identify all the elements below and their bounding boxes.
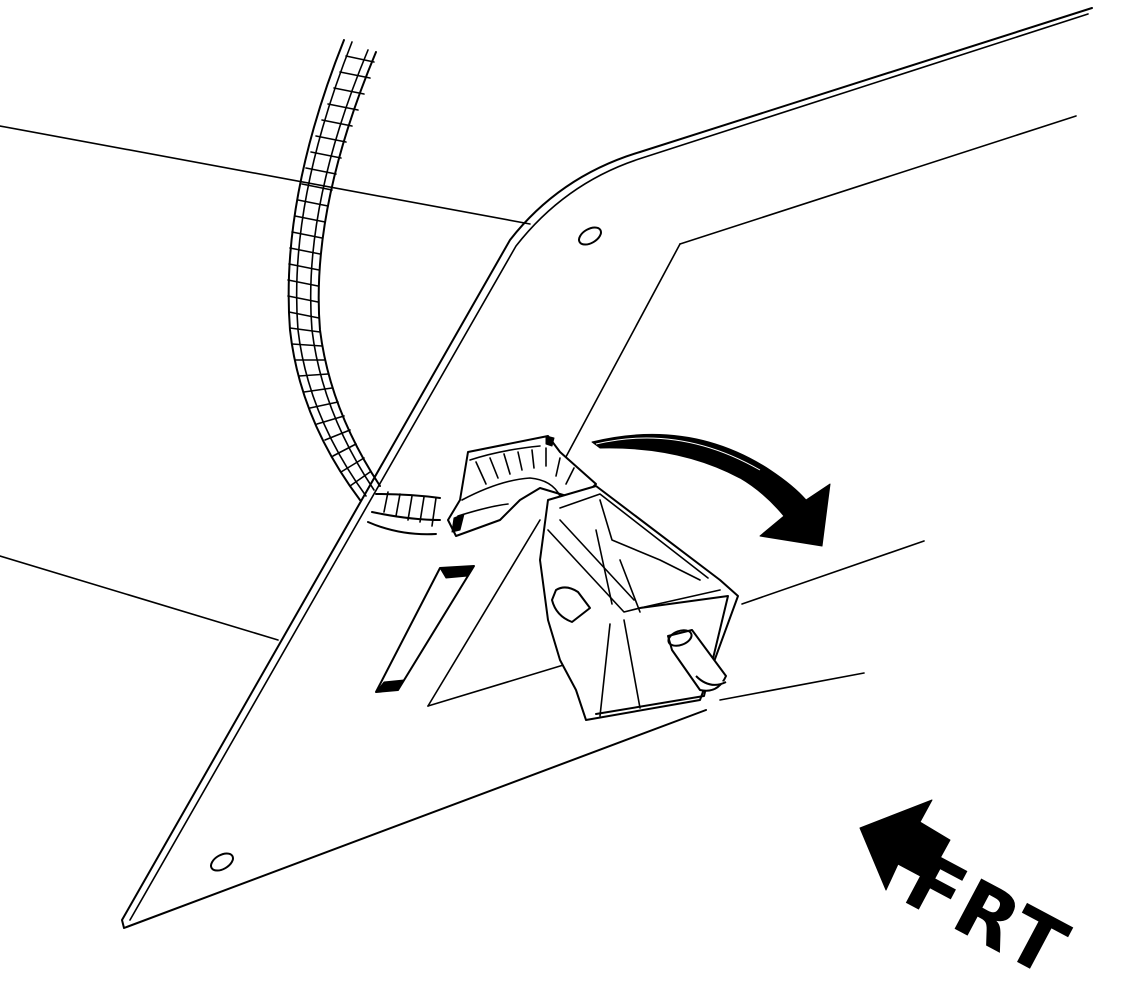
- panel-mounting-hole-bottom: [210, 852, 234, 872]
- harness-retainer-clip: [447, 435, 597, 537]
- wiring-harness: [287, 39, 441, 536]
- panel-mounting-hole-top: [578, 226, 602, 246]
- mounting-panel: [121, 7, 1093, 929]
- body-outline-lines: [0, 115, 1077, 701]
- panel-slot: [375, 565, 475, 693]
- front-direction-arrow-icon: [859, 799, 951, 891]
- connector-switch: [539, 485, 739, 721]
- curved-rotate-arrow-icon: [591, 433, 831, 547]
- installation-diagram: [0, 7, 1093, 929]
